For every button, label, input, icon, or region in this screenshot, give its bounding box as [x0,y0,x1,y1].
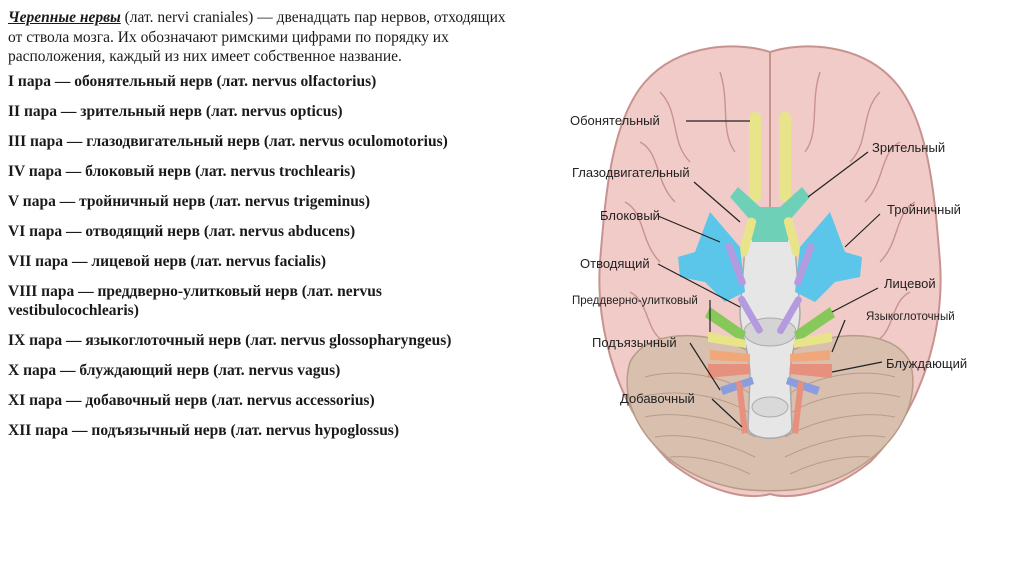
oculomotor-nerve-right [783,217,802,257]
text-column: Черепные нервы (лат. nervi craniales) — … [8,8,508,451]
accessory-nerve-right [792,382,804,434]
nerve-pair-4: IV пара — блоковый нерв (лат. nervus tro… [8,162,356,180]
accessory-nerve-left [736,382,748,434]
label-vestibulocochlear: Преддверно-улитковый [572,295,698,307]
abducens-nerve-left [738,295,763,334]
nerve-pair-12: XII пара — подъязычный нерв (лат. nervus… [8,422,400,439]
trochlear-nerve-right [794,243,815,287]
intro-paragraph: Черепные нервы (лат. nervi craniales) — … [8,8,508,67]
vestibulocochlear-nerve-right [794,332,832,348]
intro-term: Черепные нервы [8,9,121,26]
abducens-nerve-right [776,296,802,335]
nerve-pair-8: VIII пара — преддверно-улитковый нерв (л… [8,282,382,320]
label-glossopharyngeal: Языкоглоточный [866,311,955,323]
label-olfactory: Обонятельный [570,113,660,128]
nerve-pair-5: V пара — тройничный нерв (лат. nervus tr… [8,192,371,210]
nerve-pair-10: X пара — блуждающий нерв (лат. nervus va… [8,362,341,379]
facial-nerve-right [794,307,835,342]
brain-diagram: Обонятельный Зрительный Глазодвигательны… [570,45,967,497]
label-hypoglossal: Подъязычный [592,335,677,350]
oculomotor-nerve-left [738,217,757,257]
label-vagus: Блуждающий [886,356,967,371]
nerve-pair-7: VII пара — лицевой нерв (лат. nervus fac… [8,252,327,270]
leader-lines [657,120,883,428]
vagus-nerve-left [708,364,750,378]
olfactory-nerve-right [779,112,791,202]
nerve-pair-6: VI пара — отводящий нерв (лат. nervus ab… [8,222,356,240]
nerve-pair-3: III пара — глазодвигательный нерв (лат. … [8,132,448,150]
olfactory-nerve-left [749,112,761,202]
label-accessory: Добавочный [620,391,695,406]
vagus-nerve-right [790,364,832,378]
label-abducens: Отводящий [580,256,650,271]
vestibulocochlear-nerve-left [708,332,746,348]
glossopharyngeal-nerve-left [710,350,750,362]
medulla [751,396,789,418]
nerve-pair-1: I пара — обонятельный нерв (лат. nervus … [8,72,377,90]
label-trigeminal: Тройничный [887,202,961,217]
label-trochlear: Блоковый [600,208,660,223]
facial-nerve-left [705,307,746,342]
nerve-pair-9: IX пара — языкоглоточный нерв (лат. nerv… [8,332,452,349]
trochlear-nerve-left [725,242,746,286]
intro-text: (лат. nervi craniales) — двенадцать пар … [8,9,506,65]
nerve-pair-11: XI пара — добавочный нерв (лат. nervus a… [8,392,375,409]
nerve-pair-2: II пара — зрительный нерв (лат. nervus o… [8,102,343,120]
optic-chiasm [730,187,810,242]
cerebellum-folia [639,372,901,475]
trigeminal-nerve-left [678,212,745,302]
trigeminal-nerve-right [795,212,862,302]
glossopharyngeal-nerve-right [790,350,830,362]
label-oculomotor: Глазодвигательный [572,165,690,180]
label-facial: Лицевой [884,276,936,291]
label-optic: Зрительный [872,140,945,155]
